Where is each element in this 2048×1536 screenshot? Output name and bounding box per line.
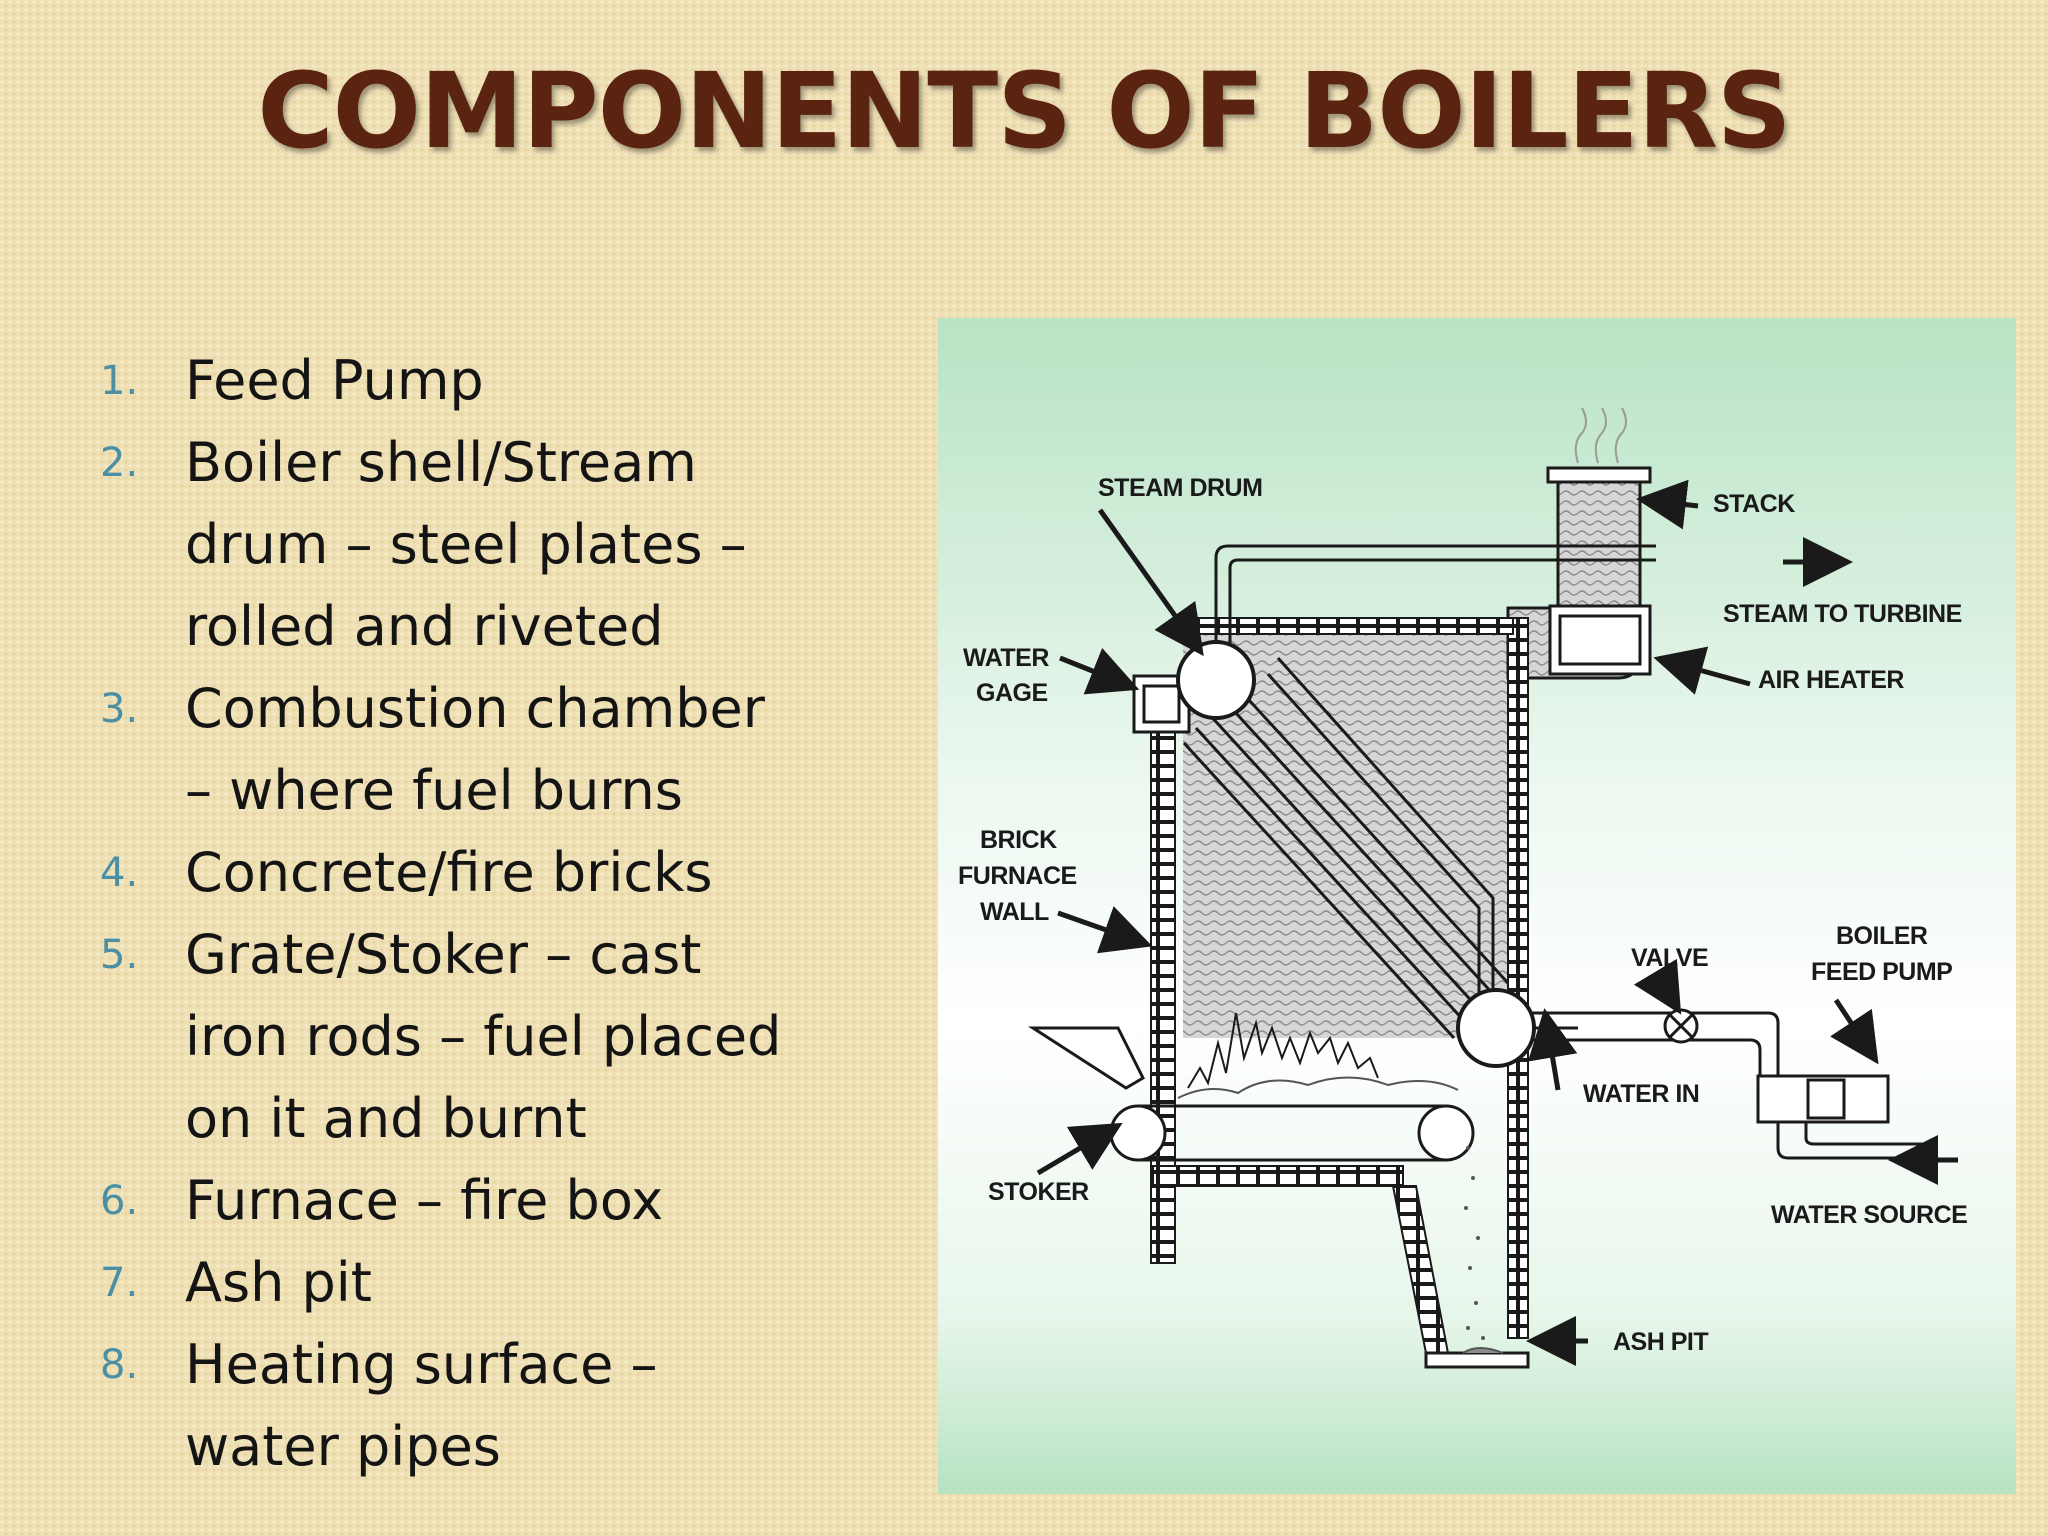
arrow-valve (1633, 958, 1682, 1015)
label-water-gage-2: GAGE (976, 679, 1048, 707)
list-number: 2. (100, 440, 139, 486)
brick-wall-right (1507, 617, 1529, 1339)
list-item: 4. Concrete/fire bricks (100, 832, 820, 914)
brick-wall-top (1192, 617, 1514, 635)
label-feed-pump: FEED PUMP (1811, 958, 1952, 986)
steam-pipe (1214, 544, 1656, 708)
stoker-belt (1138, 1104, 1448, 1162)
list-number: 6. (100, 1178, 139, 1224)
label-valve: VALVE (1631, 944, 1708, 972)
label-water-source: WATER SOURCE (1771, 1201, 1967, 1229)
stack-cap (1546, 466, 1652, 484)
label-wall: WALL (980, 898, 1049, 926)
list-item: 2. Boiler shell/Stream drum – steel plat… (100, 422, 820, 668)
arrow-air-heater (1653, 646, 1751, 695)
arrow-stack (1636, 479, 1699, 530)
list-number: 1. (100, 358, 139, 404)
list-number: 8. (100, 1342, 139, 1388)
smoke (1574, 407, 1627, 464)
label-furnace: FURNACE (958, 862, 1077, 890)
mud-drum (1456, 988, 1536, 1068)
label-steam-to-turbine: STEAM TO TURBINE (1723, 600, 1962, 628)
falling-ash (1464, 1146, 1485, 1340)
list-text: Grate/Stoker – cast iron rods – fuel pla… (185, 923, 782, 1150)
label-ash-pit: ASH PIT (1613, 1328, 1708, 1356)
arrow-brick-wall (1057, 906, 1153, 954)
arrow-steam-drum (1097, 508, 1204, 657)
flames (1187, 1012, 1379, 1089)
label-steam-drum: STEAM DRUM (1098, 474, 1262, 502)
list-text: Combustion chamber – where fuel burns (185, 677, 765, 822)
stoker-roller-left (1109, 1104, 1167, 1162)
list-item: 5. Grate/Stoker – cast iron rods – fuel … (100, 914, 820, 1160)
list-item: 7. Ash pit (100, 1242, 820, 1324)
list-text: Furnace – fire box (185, 1169, 664, 1232)
gas-region (1183, 618, 1508, 1038)
list-text: Feed Pump (185, 349, 484, 412)
stoker-roller-right (1417, 1104, 1475, 1162)
list-item: 3. Combustion chamber – where fuel burns (100, 668, 820, 832)
list-number: 3. (100, 686, 139, 732)
brick-floor (1152, 1165, 1404, 1187)
label-air-heater: AIR HEATER (1758, 666, 1904, 694)
list-item: 1. Feed Pump (100, 340, 820, 422)
label-brick: BRICK (980, 826, 1057, 854)
label-boiler: BOILER (1836, 922, 1928, 950)
label-water-gage: WATER (963, 644, 1049, 672)
list-item: 8. Heating surface – water pipes (100, 1324, 820, 1488)
water-tubes (1182, 686, 1510, 1040)
ash-chute (1391, 1185, 1450, 1354)
list-text: Boiler shell/Stream drum – steel plates … (185, 431, 747, 658)
arrow-water-in (1527, 1008, 1578, 1091)
component-list: 1. Feed Pump 2. Boiler shell/Stream drum… (100, 340, 820, 1488)
list-number: 7. (100, 1260, 139, 1306)
arrow-water-gage (1059, 647, 1140, 695)
label-water-in: WATER IN (1583, 1080, 1699, 1108)
boiler-diagram: STEAM DRUM STACK STEAM TO TURBINE WATER … (938, 318, 2016, 1494)
label-stack: STACK (1713, 490, 1795, 518)
arrow-stoker (1036, 1122, 1123, 1176)
list-text: Concrete/fire bricks (185, 841, 713, 904)
list-text: Ash pit (185, 1251, 372, 1314)
arrow-feed-pump (1830, 998, 1879, 1065)
fuel-hopper (1027, 1026, 1145, 1090)
list-number: 4. (100, 850, 139, 896)
slide-title: COMPONENTS OF BOILERS (257, 50, 1791, 172)
steam-drum (1176, 640, 1256, 720)
label-stoker: STOKER (988, 1178, 1089, 1206)
list-item: 6. Furnace – fire box (100, 1160, 820, 1242)
list-text: Heating surface – water pipes (185, 1333, 658, 1478)
list-number: 5. (100, 932, 139, 978)
ash-pit (1424, 1351, 1530, 1369)
